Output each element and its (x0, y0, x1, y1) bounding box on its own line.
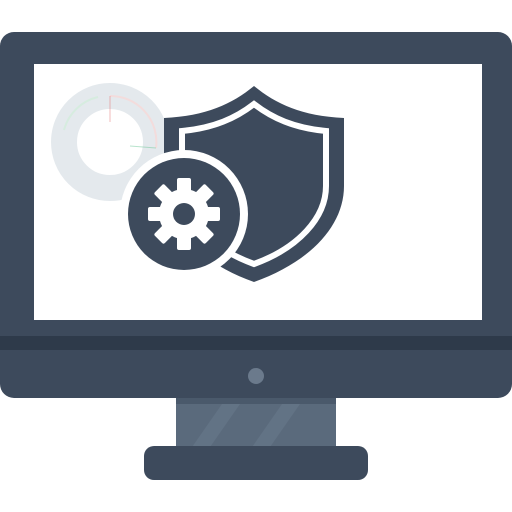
monitor-stand (144, 392, 368, 480)
gear-icon (120, 150, 248, 278)
pie-chart-icon (51, 83, 169, 201)
power-led-icon (248, 368, 264, 384)
